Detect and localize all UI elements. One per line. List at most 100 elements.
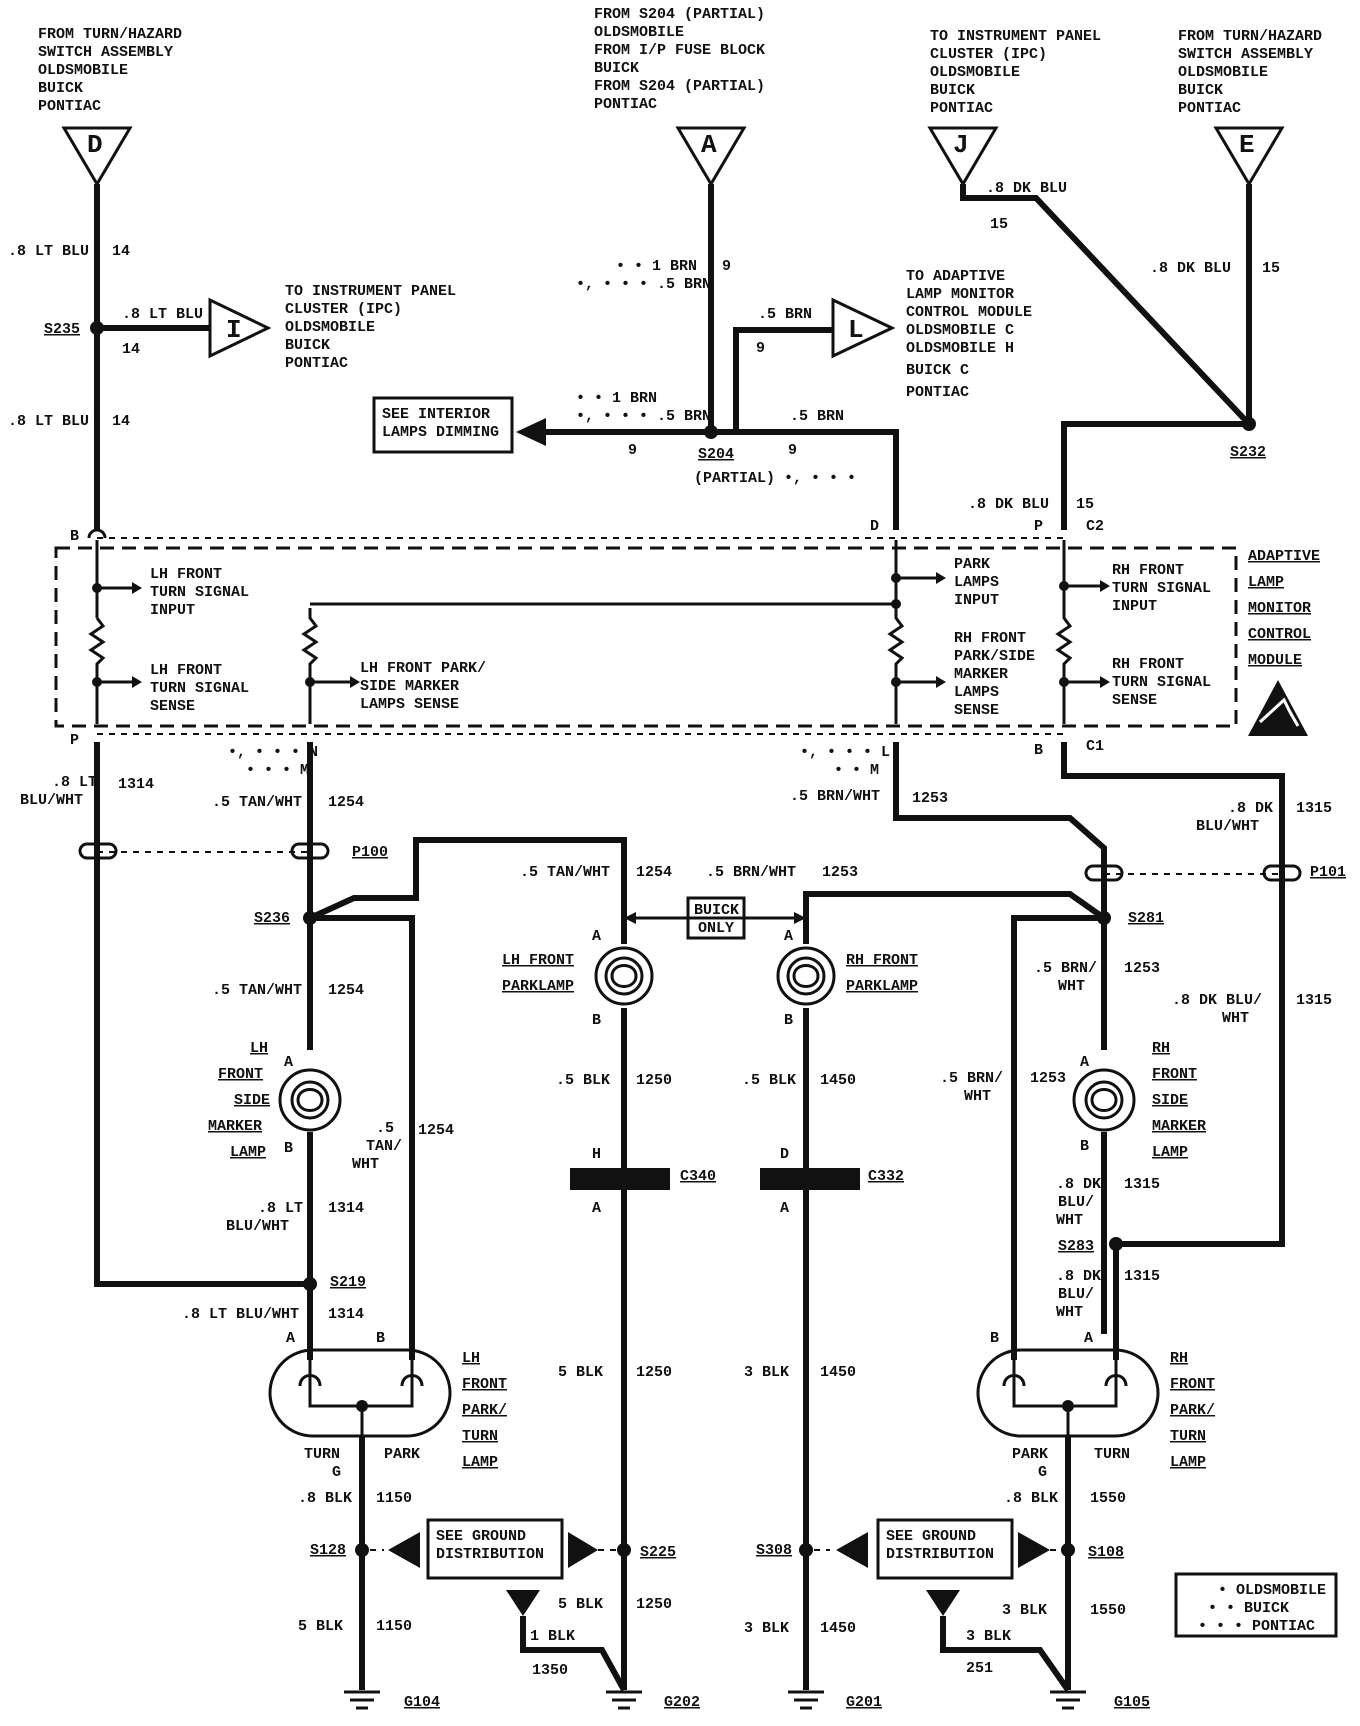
diagram-label: FRONT bbox=[1152, 1066, 1197, 1083]
diagram-label: INPUT bbox=[150, 602, 195, 619]
diagram-label: ONLY bbox=[698, 920, 734, 937]
diagram-label: SEE GROUND bbox=[886, 1528, 976, 1545]
diagram-label: 1253 bbox=[1030, 1070, 1066, 1087]
diagram-label: PARK/ bbox=[1170, 1402, 1215, 1419]
diagram-label: MARKER bbox=[1152, 1118, 1206, 1135]
diagram-label: 1314 bbox=[328, 1306, 364, 1323]
connector-e: FROM TURN/HAZARD SWITCH ASSEMBLY OLDSMOB… bbox=[1178, 28, 1322, 187]
diagram-label: .5 TAN/WHT bbox=[520, 864, 610, 881]
ground-symbol-icon bbox=[344, 1690, 1086, 1710]
diagram-label: .8 BLK bbox=[298, 1490, 352, 1507]
diagram-label: 1315 bbox=[1124, 1268, 1160, 1285]
esd-warning-icon bbox=[1248, 680, 1308, 736]
diagram-label: SIDE bbox=[234, 1092, 270, 1109]
diagram-label: S283 bbox=[1058, 1238, 1094, 1255]
diagram-label: .5 bbox=[376, 1120, 394, 1137]
diagram-label: LAMPS DIMMING bbox=[382, 424, 499, 441]
diagram-label: MARKER bbox=[208, 1118, 262, 1135]
diagram-label: TURN bbox=[462, 1428, 498, 1445]
diagram-label: LAMPS SENSE bbox=[360, 696, 459, 713]
diagram-label: G201 bbox=[846, 1694, 882, 1711]
diagram-label: SEE INTERIOR bbox=[382, 406, 490, 423]
diagram-label: S108 bbox=[1088, 1544, 1124, 1561]
diagram-label: A bbox=[284, 1054, 293, 1071]
diagram-label: .5 BRN/ bbox=[940, 1070, 1003, 1087]
diagram-label: OLDSMOBILE C bbox=[906, 322, 1014, 339]
diagram-label: G bbox=[1038, 1464, 1047, 1481]
diagram-label: C2 bbox=[1086, 518, 1104, 535]
diagram-label: B bbox=[284, 1140, 293, 1157]
diagram-label: LH bbox=[462, 1350, 480, 1367]
rh-front-parklamp: A B RH FRONT PARKLAMP bbox=[776, 922, 918, 1150]
diagram-label: B bbox=[1034, 742, 1043, 759]
diagram-label: RH bbox=[1152, 1040, 1170, 1057]
diagram-label: BUICK bbox=[694, 902, 739, 919]
diagram-label: LAMPS bbox=[954, 574, 999, 591]
diagram-label: A bbox=[592, 1200, 601, 1217]
diagram-label: FRONT bbox=[1170, 1376, 1215, 1393]
diagram-label: .5 TAN/WHT bbox=[212, 982, 302, 999]
diagram-label: D bbox=[780, 1146, 789, 1163]
connector-triangle-icon bbox=[1213, 126, 1285, 187]
diagram-label: • • M bbox=[834, 762, 879, 779]
diagram-label: CLUSTER (IPC) bbox=[930, 46, 1047, 63]
diagram-label: CONTROL bbox=[1248, 626, 1311, 643]
diagram-label: J bbox=[953, 130, 969, 160]
diagram-label: PONTIAC bbox=[930, 100, 993, 117]
connector-triangle-icon bbox=[675, 126, 747, 187]
diagram-label: G104 bbox=[404, 1694, 440, 1711]
diagram-label: CONTROL MODULE bbox=[906, 304, 1032, 321]
diagram-label: 15 bbox=[990, 216, 1008, 233]
diagram-label: .8 DK BLU bbox=[1150, 260, 1231, 277]
diagram-label: SWITCH ASSEMBLY bbox=[1178, 46, 1313, 63]
diagram-label: OLDSMOBILE H bbox=[906, 340, 1014, 357]
diagram-label: 14 bbox=[112, 243, 130, 260]
diagram-label: G202 bbox=[664, 1694, 700, 1711]
diagram-label: TAN/ bbox=[366, 1138, 402, 1155]
diagram-label: PARK bbox=[954, 556, 990, 573]
diagram-label: PARK bbox=[1012, 1446, 1048, 1463]
see-ground-box-right bbox=[876, 1518, 1014, 1580]
diagram-label: .8 DK BLU bbox=[968, 496, 1049, 513]
diagram-label: LH FRONT bbox=[150, 566, 222, 583]
diagram-label: 1253 bbox=[822, 864, 858, 881]
diagram-label: OLDSMOBILE bbox=[594, 24, 684, 41]
diagram-label: S281 bbox=[1128, 910, 1164, 927]
adaptive-lamp-monitor-module bbox=[54, 546, 1238, 728]
connector-i-icon bbox=[208, 297, 272, 359]
diagram-label: OLDSMOBILE bbox=[38, 62, 128, 79]
diagram-label: LH FRONT PARK/ bbox=[360, 660, 486, 677]
diagram-label: FROM I/P FUSE BLOCK bbox=[594, 42, 765, 59]
diagram-label: A bbox=[1080, 1054, 1089, 1071]
diagram-label: SIDE MARKER bbox=[360, 678, 459, 695]
diagram-label: • • • M bbox=[246, 762, 309, 779]
wire-1314 bbox=[94, 742, 310, 1287]
diagram-label: DISTRIBUTION bbox=[886, 1546, 994, 1563]
diagram-label: • • BUICK bbox=[1208, 1600, 1289, 1617]
diagram-label: C1 bbox=[1086, 738, 1104, 755]
diagram-label: SENSE bbox=[1112, 692, 1157, 709]
diagram-label: .8 LT BLU bbox=[122, 306, 203, 323]
splice-s219 bbox=[303, 1277, 317, 1291]
diagram-label: WHT bbox=[1222, 1010, 1249, 1027]
diagram-label: INPUT bbox=[954, 592, 999, 609]
diagram-label: 1253 bbox=[1124, 960, 1160, 977]
diagram-label: S219 bbox=[330, 1274, 366, 1291]
diagram-label: SIDE bbox=[1152, 1092, 1188, 1109]
diagram-label: RH FRONT bbox=[1112, 562, 1184, 579]
diagram-label: B bbox=[990, 1330, 999, 1347]
diagram-label: TURN bbox=[1170, 1428, 1206, 1445]
diagram-label: PARK/ bbox=[462, 1402, 507, 1419]
connector-triangle-icon bbox=[927, 126, 999, 187]
diagram-label: •, • • • .5 BRN bbox=[576, 276, 711, 293]
diagram-label: BUICK bbox=[1178, 82, 1223, 99]
diagram-label: WHT bbox=[964, 1088, 991, 1105]
diagram-label: 1450 bbox=[820, 1364, 856, 1381]
diagram-label: C340 bbox=[680, 1168, 716, 1185]
diagram-label: PONTIAC bbox=[38, 98, 101, 115]
diagram-label: FROM S204 (PARTIAL) bbox=[594, 78, 765, 95]
diagram-label: S225 bbox=[640, 1544, 676, 1561]
diagram-label: A bbox=[592, 928, 601, 945]
diagram-label: 1254 bbox=[636, 864, 672, 881]
diagram-label: 1250 bbox=[636, 1364, 672, 1381]
